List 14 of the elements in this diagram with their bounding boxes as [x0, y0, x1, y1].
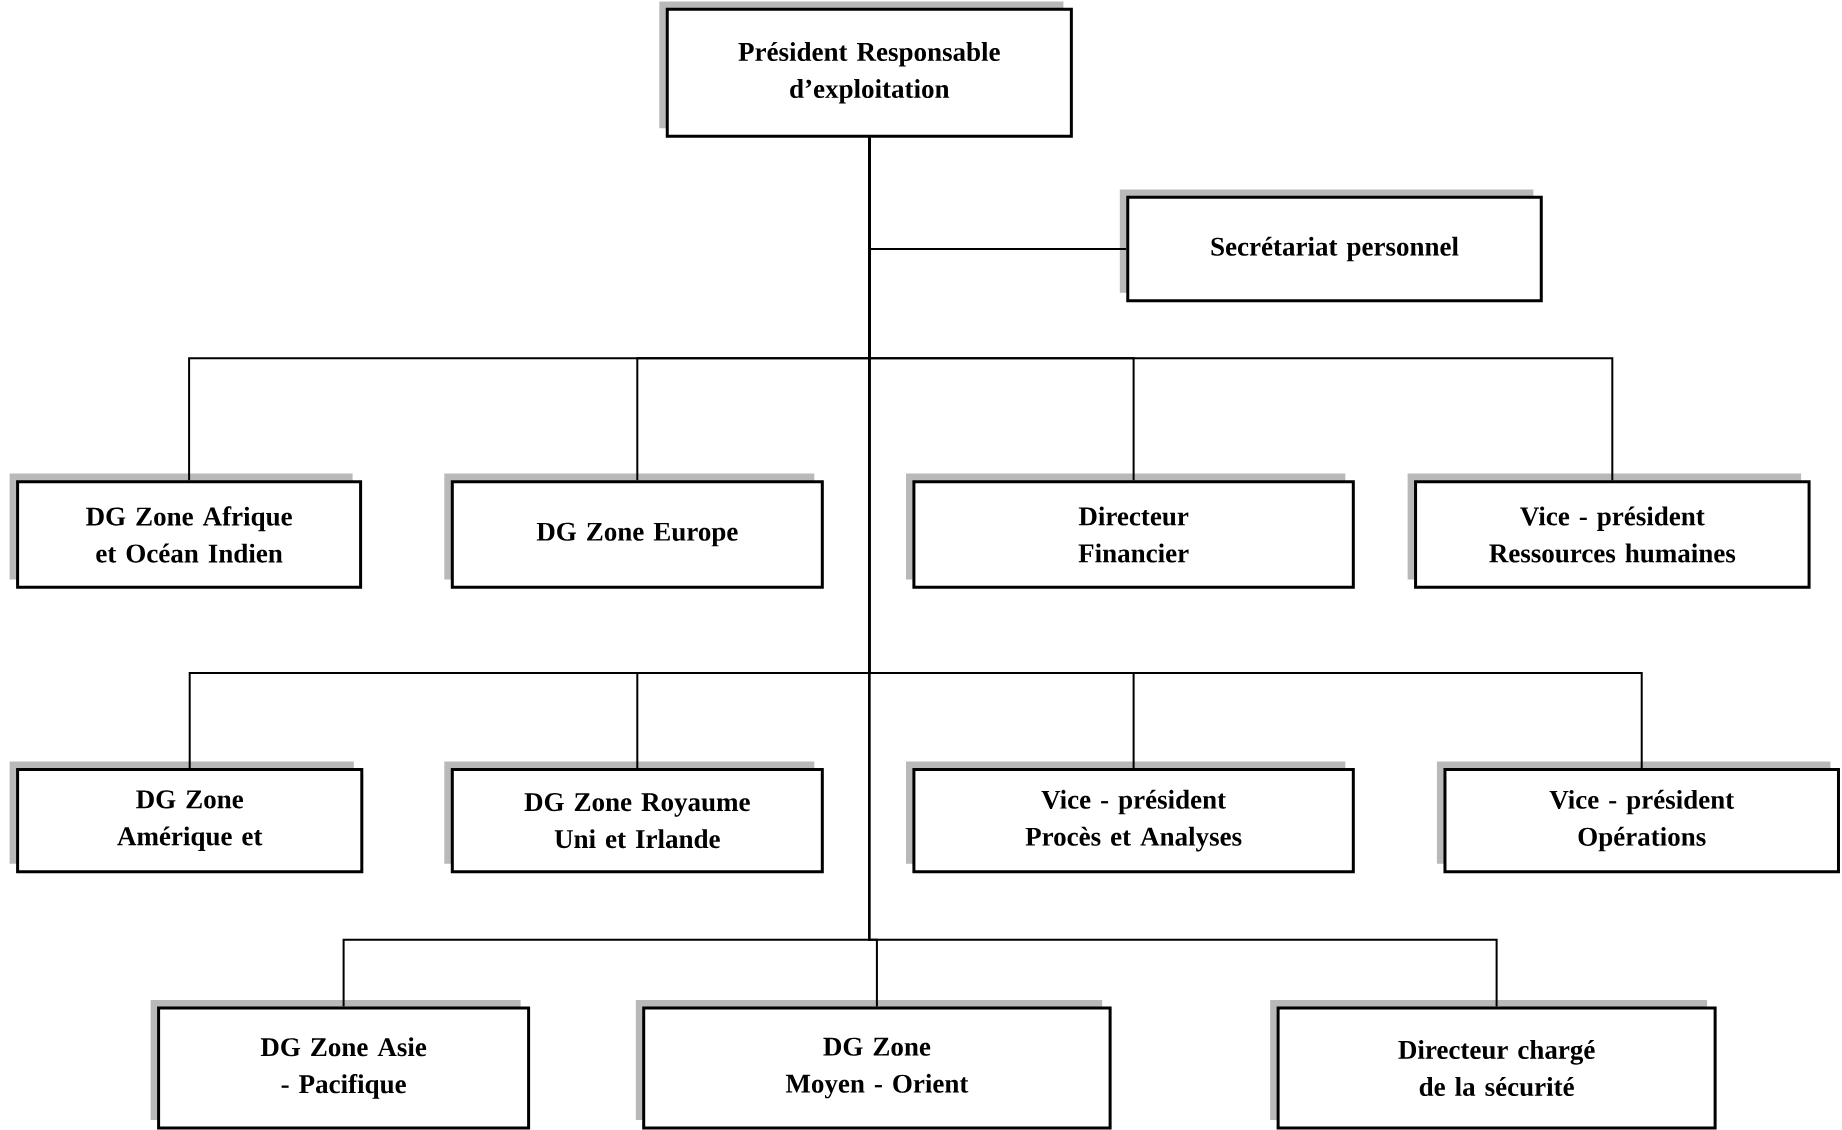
org-box: DG Zone Asie - Pacifique	[150, 999, 531, 1130]
org-box: Vice - président Procès et Analyses	[906, 761, 1355, 874]
org-box: DG Zone Europe	[444, 473, 824, 589]
org-box: DG Zone Moyen - Orient	[635, 999, 1112, 1130]
org-box: Vice - président Opérations	[1436, 761, 1840, 874]
connector	[868, 136, 1498, 1008]
org-box: DG Zone Amérique et	[9, 761, 364, 874]
org-box: DG Zone Royaume Uni et Irlande	[444, 761, 824, 874]
org-box: Secrétariat personnel	[1119, 189, 1543, 303]
org-box: Vice - président Ressources humaines	[1407, 473, 1811, 589]
org-box: Directeur chargé de la sécurité	[1270, 999, 1717, 1130]
org-box: Président Responsable d’exploitation	[659, 1, 1073, 138]
org-box: DG Zone Afrique et Océan Indien	[9, 473, 363, 589]
org-box: Directeur Financier	[906, 473, 1355, 589]
